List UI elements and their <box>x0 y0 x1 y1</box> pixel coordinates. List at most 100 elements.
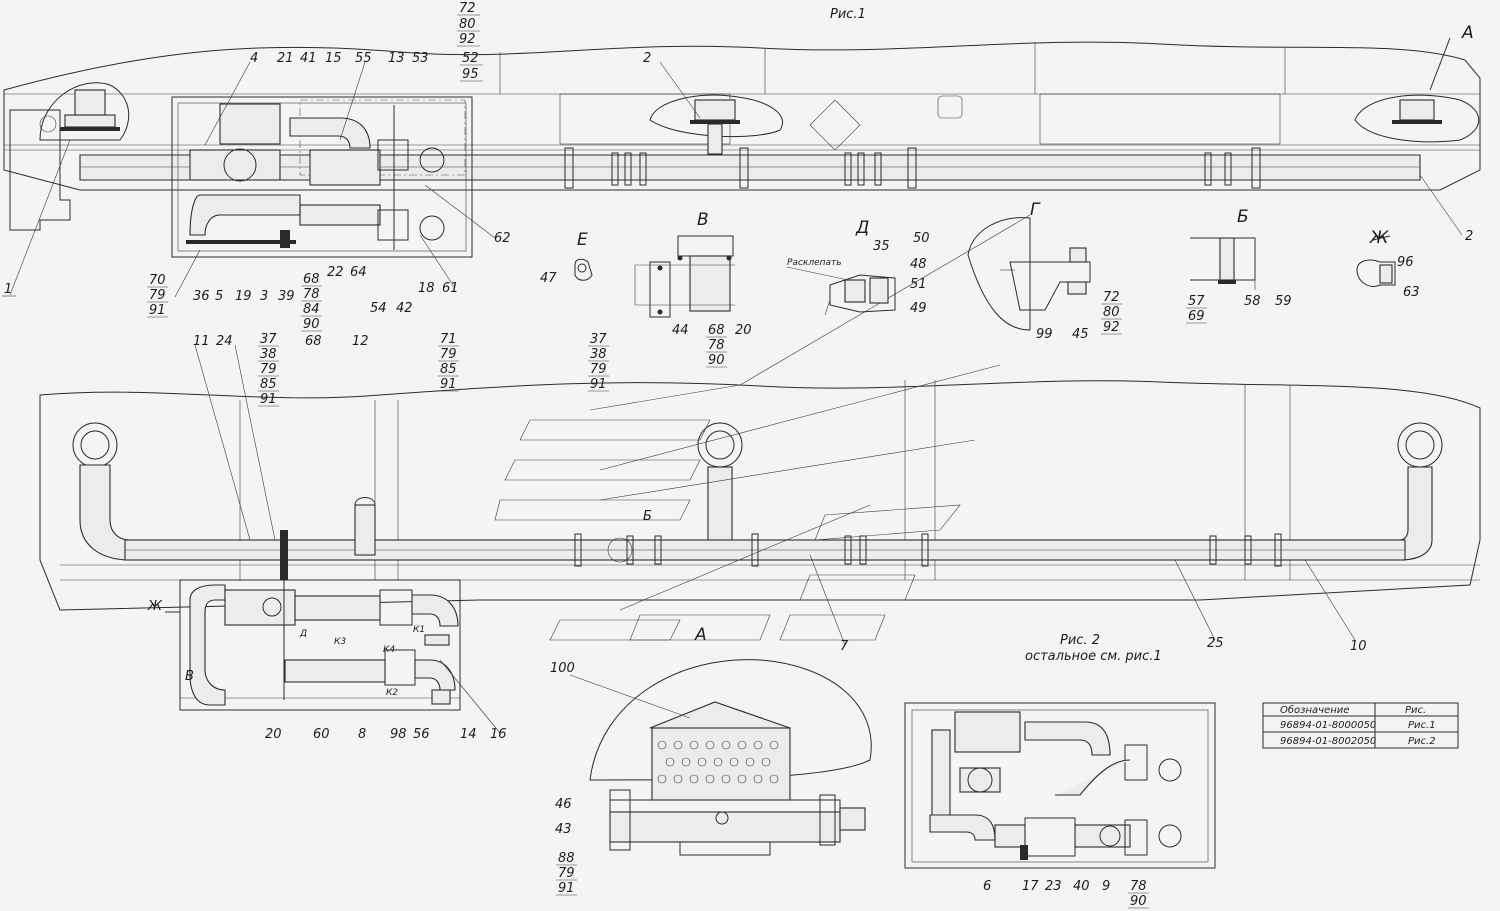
callout: 68 <box>305 334 322 349</box>
callout: 48 <box>910 257 927 272</box>
fig2-note: остальное см. рис.1 <box>1025 649 1162 664</box>
callout: 91 <box>260 392 277 407</box>
callout: 80 <box>1103 305 1120 320</box>
callout: 51 <box>910 277 927 292</box>
detail-view-B <box>634 235 735 318</box>
callout: 99 <box>1036 327 1053 342</box>
detail-view-Bh <box>1190 237 1256 290</box>
callout: 37 <box>590 332 607 347</box>
fig1-filter-left <box>39 82 130 141</box>
callout: 79 <box>440 347 457 362</box>
view-letter-G: Г <box>1030 200 1041 220</box>
fig2-sight-glass-left <box>72 422 131 561</box>
callout: 7 <box>840 639 849 654</box>
callout: 8 <box>358 727 366 742</box>
callout: 60 <box>313 727 330 742</box>
callout-numbers: 1 2 2 4 21 41 15 55 13 53 72 80 92 52 95… <box>4 1 1473 909</box>
callout: 64 <box>350 265 367 280</box>
view-letter-Zh-left: Ж <box>147 599 163 614</box>
callout: 46 <box>555 797 572 812</box>
callout: 85 <box>260 377 277 392</box>
table-cell: 96894-01-8000050 <box>1280 720 1376 731</box>
callout: 78 <box>1130 879 1147 894</box>
callout: 79 <box>590 362 607 377</box>
callout: 38 <box>590 347 607 362</box>
table-cell: Рис.2 <box>1408 736 1436 747</box>
callout: 69 <box>1188 309 1205 324</box>
callout: 90 <box>303 317 320 332</box>
view-letter-B: Б <box>1237 207 1249 227</box>
callout: 3 <box>260 289 268 304</box>
callout: 5 <box>215 289 223 304</box>
callout: 40 <box>1073 879 1090 894</box>
detail-view-Zh <box>1356 259 1396 287</box>
callout: 57 <box>1188 294 1205 309</box>
callout: 61 <box>442 281 459 296</box>
callout: 70 <box>149 273 166 288</box>
callout: 80 <box>459 17 476 32</box>
callout: 1 <box>4 282 12 297</box>
callout: 11 <box>193 334 210 349</box>
callout: 91 <box>558 881 575 896</box>
callout: 2 <box>643 51 651 66</box>
detail-view-D <box>786 266 896 316</box>
callout: 49 <box>910 301 927 316</box>
callout: 36 <box>193 289 210 304</box>
view-letter-A-top: А <box>1461 23 1474 43</box>
callout: 92 <box>1103 320 1120 335</box>
callout: 98 <box>390 727 407 742</box>
callout: 20 <box>265 727 282 742</box>
callout: 90 <box>1130 894 1147 909</box>
callout: 79 <box>558 866 575 881</box>
callout: 39 <box>278 289 295 304</box>
fig1-filter-right <box>1354 94 1480 143</box>
callout: 79 <box>149 288 166 303</box>
valve-label-k1: К1 <box>413 625 425 635</box>
fig2-equipment-box <box>179 497 461 711</box>
callout: 90 <box>708 353 725 368</box>
fig2-sight-glass-center <box>697 422 743 548</box>
callout: 62 <box>494 231 511 246</box>
callout: 41 <box>300 51 317 66</box>
callout: 37 <box>260 332 277 347</box>
callout: 85 <box>440 362 457 377</box>
view-arrows <box>165 37 1451 613</box>
detail-view-E <box>574 258 593 281</box>
callout-underlines <box>2 14 1207 909</box>
view-letter-D: Д <box>855 218 869 238</box>
fig1-equipment-box <box>171 96 473 258</box>
callout: 50 <box>913 231 930 246</box>
callout: 71 <box>440 332 457 347</box>
callout: 91 <box>590 377 607 392</box>
callout: 21 <box>277 51 294 66</box>
callout: 13 <box>388 51 405 66</box>
callout: 84 <box>303 302 320 317</box>
callout: 42 <box>396 301 413 316</box>
callout: 72 <box>1103 290 1120 305</box>
callout: 95 <box>462 67 479 82</box>
callout: 78 <box>303 287 320 302</box>
callout: 35 <box>873 239 890 254</box>
callout: 22 <box>327 265 344 280</box>
callout: 52 <box>462 51 479 66</box>
callout: 56 <box>413 727 430 742</box>
fig2-sight-glass-right <box>1397 422 1443 561</box>
section-planes <box>494 214 1031 641</box>
callout: 58 <box>1244 294 1261 309</box>
view-letter-Zh: Ж <box>1369 228 1389 248</box>
view-letter-V: В <box>697 210 709 230</box>
callout: 18 <box>418 281 435 296</box>
callout: 79 <box>260 362 277 377</box>
fig2-title: Рис. 2 <box>1060 633 1100 648</box>
callout: 4 <box>250 51 258 66</box>
callout: 88 <box>558 851 575 866</box>
callout: 15 <box>325 51 342 66</box>
callout: 20 <box>735 323 752 338</box>
callout: 55 <box>355 51 372 66</box>
callout: 68 <box>708 323 725 338</box>
callout: 24 <box>216 334 233 349</box>
callout: 16 <box>490 727 507 742</box>
detail-view-G <box>967 217 1091 331</box>
callout: 53 <box>412 51 429 66</box>
